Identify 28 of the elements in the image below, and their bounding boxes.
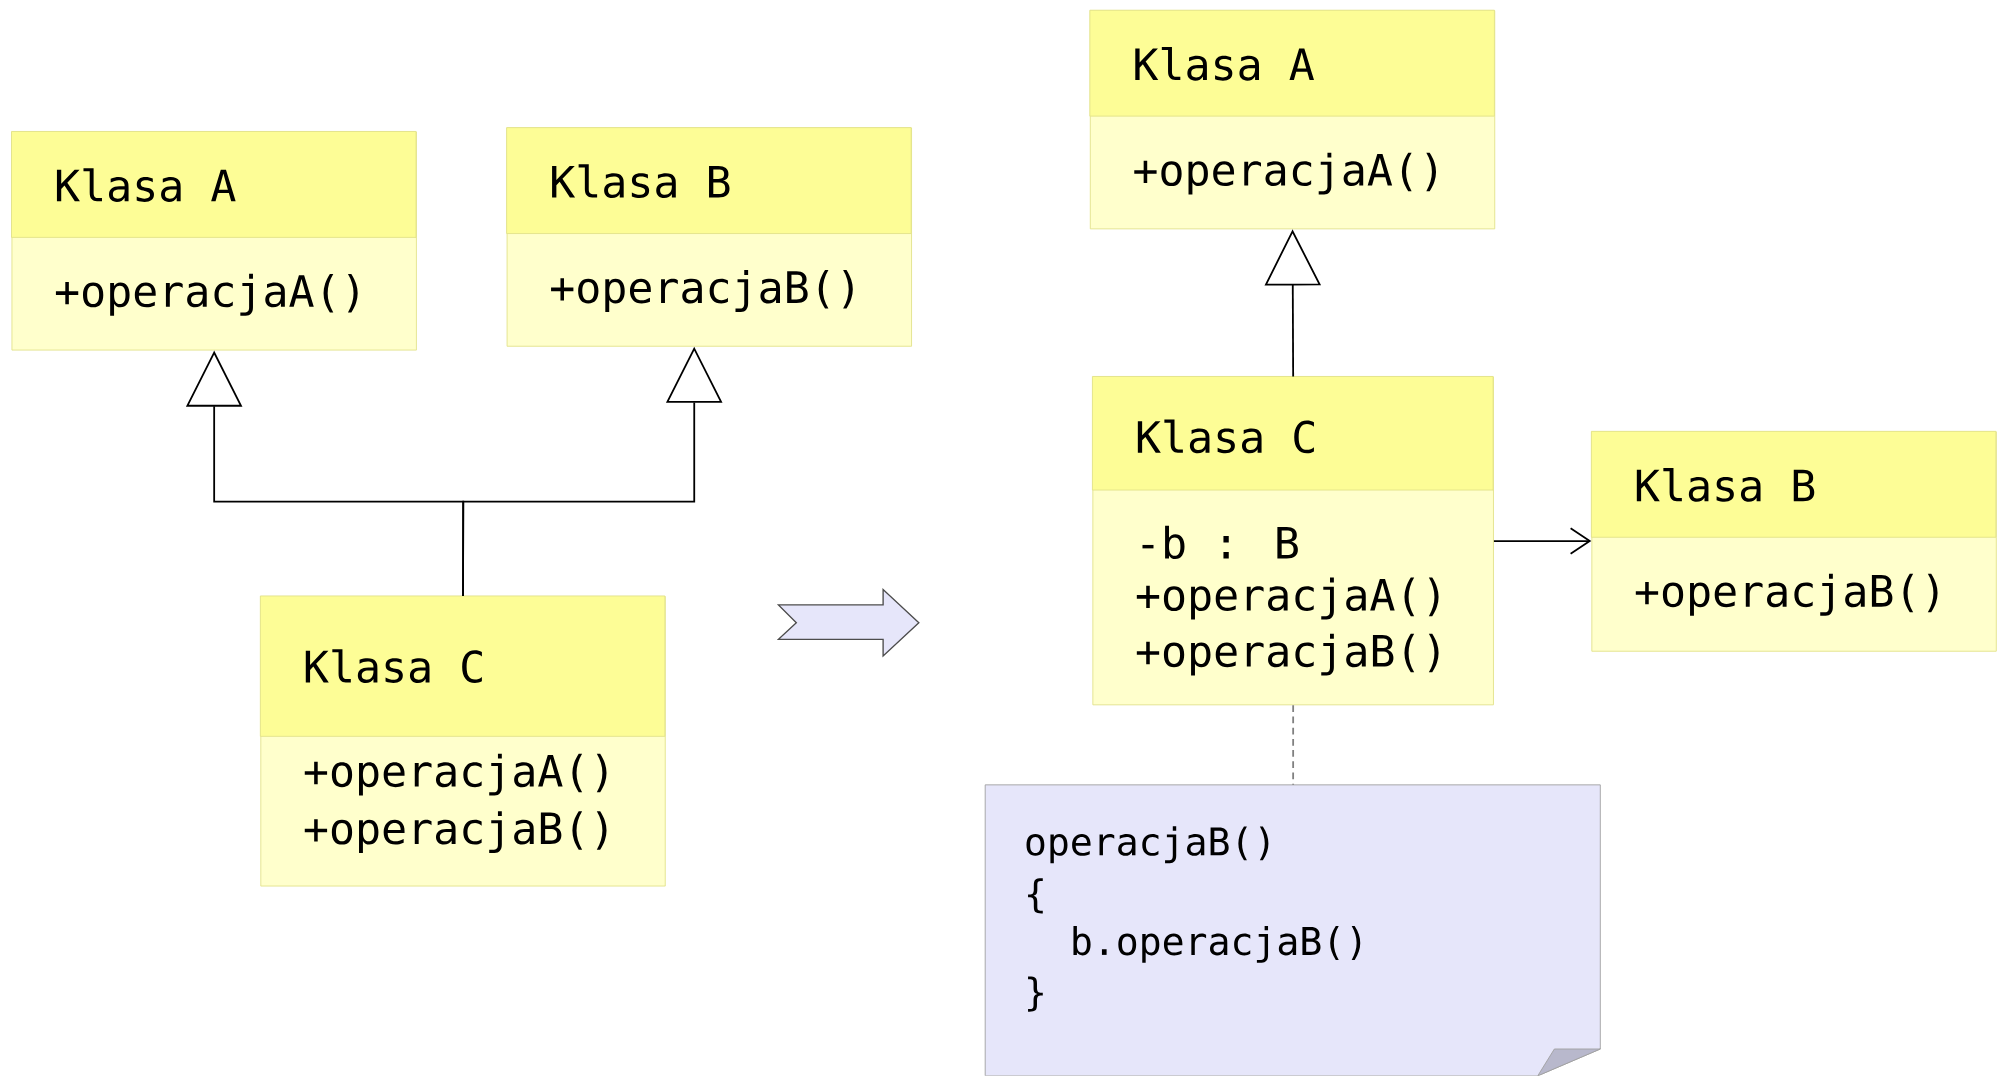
member-text: +operacjaA(): [304, 753, 607, 796]
code-line: }: [1028, 976, 1043, 1012]
class-name: Klasa B: [1636, 468, 1815, 502]
member-text: +operacjaA(): [55, 273, 358, 316]
class-box: [259, 595, 666, 887]
member-text: +operacjaB(): [551, 270, 853, 312]
member-text: +operacjaA(): [1136, 577, 1439, 620]
member-text: +operacjaB(): [1635, 573, 1938, 616]
member-text: +operacjaB(): [304, 811, 607, 854]
code-line: {: [1028, 878, 1043, 914]
member-text: +operacjaB(): [1136, 633, 1439, 676]
member-text: -b : B: [1142, 525, 1298, 560]
class-box: [1091, 376, 1494, 706]
member-text: +operacjaA(): [1134, 152, 1436, 195]
class-name: Klasa A: [1135, 47, 1314, 81]
class-name: Klasa B: [552, 164, 730, 199]
class-box: [506, 127, 912, 347]
note-box: [984, 784, 1601, 1076]
code-line: operacjaB(): [1026, 826, 1269, 864]
code-line: b.operacjaB(): [1073, 926, 1361, 963]
dashed-line: [1292, 704, 1295, 786]
class-name: Klasa A: [56, 168, 236, 202]
class-name: Klasa C: [1137, 419, 1314, 454]
class-name: Klasa C: [305, 649, 482, 684]
class-box: [1089, 9, 1496, 230]
class-box: [11, 131, 417, 351]
class-box: [1590, 431, 1997, 652]
arrow: [1493, 527, 1592, 555]
